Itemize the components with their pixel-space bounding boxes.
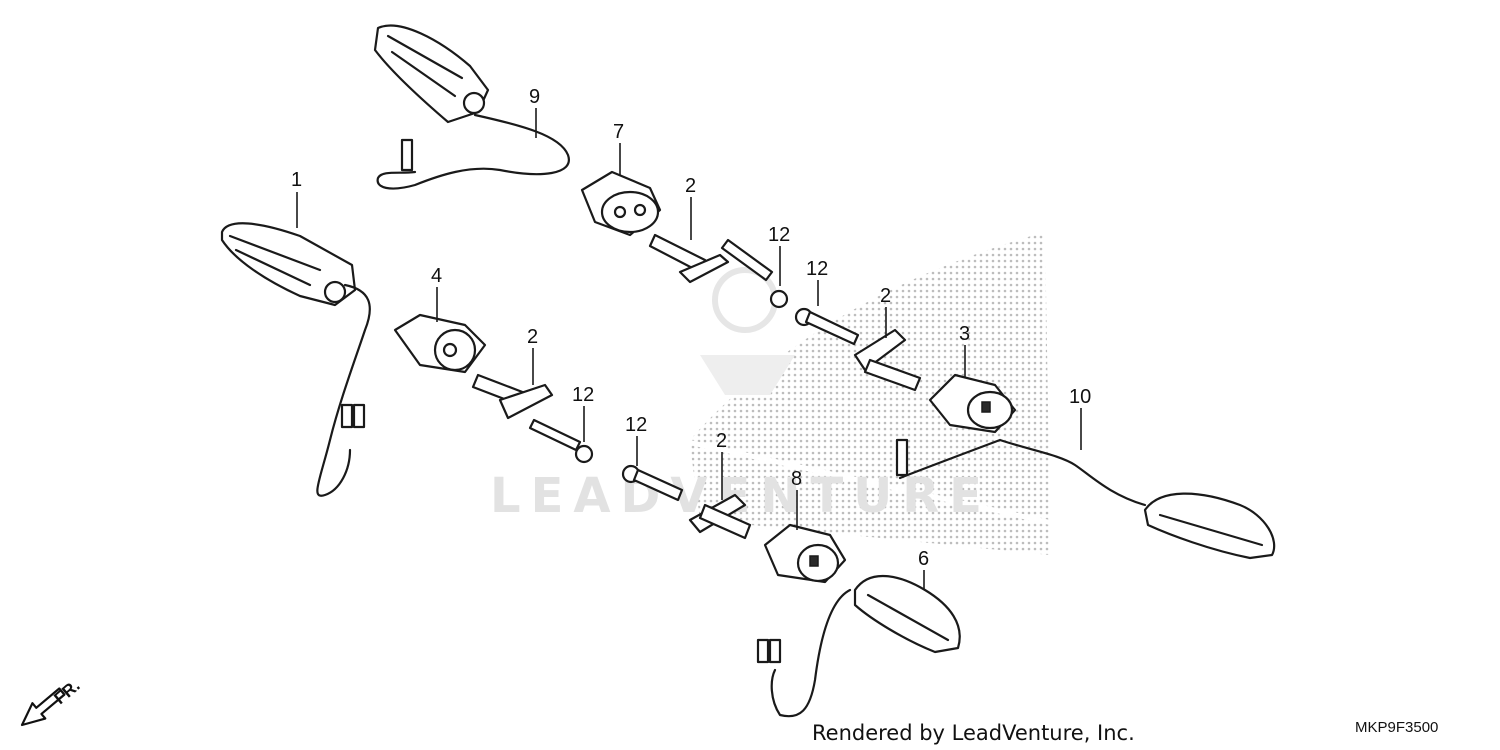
callout-6: 6: [918, 548, 929, 570]
turn-signal-front-left-upper: [373, 24, 570, 190]
callout-7: 7: [613, 121, 624, 143]
callout-10: 10: [1069, 386, 1091, 408]
callout-8: 8: [791, 468, 802, 490]
bulb-socket-lower: [763, 523, 847, 584]
callout-12-upper-left: 12: [768, 224, 790, 246]
front-direction-arrow-icon: [20, 687, 66, 727]
render-credit: Rendered by LeadVenture, Inc.: [812, 721, 1135, 745]
callout-2-lower: 2: [716, 430, 727, 452]
spacer-right: [853, 328, 922, 392]
callout-12-lower-left: 12: [572, 384, 594, 406]
callout-2-right: 2: [880, 285, 891, 307]
callout-12-lower-middle: 12: [625, 414, 647, 436]
turn-signal-front-lower: [756, 575, 961, 718]
callout-12-upper-right: 12: [806, 258, 828, 280]
callout-2-upper: 2: [685, 175, 696, 197]
leader-lines: [296, 108, 1082, 590]
spacer-lower: [688, 493, 752, 540]
bolt-lower-middle: [621, 464, 684, 502]
spacer-left: [471, 373, 554, 420]
callout-9: 9: [529, 86, 540, 108]
bulb-socket-right: [928, 373, 1017, 434]
diagram-code: MKP9F3500: [1355, 719, 1438, 736]
turn-signal-front-right: [895, 438, 1276, 560]
watermark-text: LEADVENTURE: [490, 468, 992, 524]
bolt-upper-right: [794, 307, 860, 346]
bulb-socket-left: [393, 313, 487, 374]
callout-4: 4: [431, 265, 442, 287]
bulb-socket-upper: [580, 170, 662, 237]
turn-signal-front-left: [220, 222, 371, 497]
spacer-upper: [648, 233, 730, 284]
callout-2-left: 2: [527, 326, 538, 348]
honda-wing-logo-icon: [690, 232, 1050, 555]
bolt-upper-left: [720, 238, 789, 309]
bolt-lower-left: [528, 418, 594, 464]
callout-3: 3: [959, 323, 970, 345]
callout-1: 1: [291, 169, 302, 191]
